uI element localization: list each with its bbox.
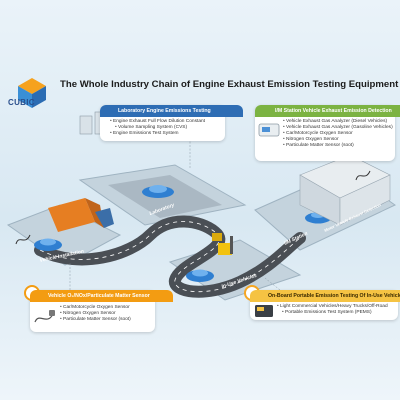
lab-car-icon (142, 185, 174, 198)
list-item: Particulate Matter Sensor (soot) (283, 143, 393, 149)
road-markings (39, 221, 301, 293)
truck-icon (48, 198, 114, 232)
station-item-list: Vehicle Exhaust Gas Analyzer (Diesel Veh… (283, 119, 393, 149)
oxygen-sensor-icon (34, 310, 55, 323)
list-item: Portable Emissions Test System (PEMS) (277, 310, 388, 316)
vehicle-sensor-item-list: Car/Motorcycle Oxygen Sensor Nitrogen Ox… (60, 305, 131, 323)
list-item: Vehicle Exhaust Gas Analyzer (Gasoline V… (283, 125, 393, 131)
list-item: Engine Emissions Test System (110, 131, 205, 137)
page-title: The Whole Industry Chain of Engine Exhau… (60, 79, 399, 90)
list-item: Car/Motorcycle Oxygen Sensor (283, 131, 393, 137)
sensor-cable-icon (355, 170, 371, 181)
onboard-car-icon (186, 269, 214, 282)
list-item: Car/Motorcycle Oxygen Sensor (60, 305, 131, 311)
onboard-card-heading: On-Board Portable Emission Testing Of In… (250, 290, 400, 302)
cubic-logo-icon (18, 78, 46, 108)
station-card-heading: I/M Station Vehicle Exhaust Emission Det… (255, 105, 400, 117)
onboard-card: On-Board Portable Emission Testing Of In… (244, 285, 400, 320)
gas-analyzer-icon (258, 123, 280, 137)
pems-device-icon (255, 305, 273, 317)
list-item: Nitrogen Oxygen Sensor (283, 137, 393, 143)
vehicle-sensor-card: Vehicle O₂/NOx/Particulate Matter Sensor… (24, 285, 173, 332)
lab-equipment (79, 115, 93, 135)
sensor-cable-icon (15, 234, 31, 245)
list-item: Volume Sampling System (CVS) (110, 125, 205, 131)
laboratory-item-list: Engine Exhaust Full Flow Dilution Consta… (110, 119, 205, 137)
vehicle-car-icon (34, 238, 62, 251)
forklift-icon (212, 233, 233, 255)
station-card: I/M Station Vehicle Exhaust Emission Det… (255, 105, 400, 161)
list-item: Particulate Matter Sensor (soot) (60, 317, 131, 323)
station-building (339, 174, 391, 226)
laboratory-card: Laboratory Engine Emissions Testing Engi… (100, 105, 243, 141)
list-item: Nitrogen Oxygen Sensor (60, 311, 131, 317)
laboratory-card-heading: Laboratory Engine Emissions Testing (100, 105, 243, 117)
list-item: Engine Exhaust Full Flow Dilution Consta… (110, 119, 205, 125)
list-item: Light Commercial Vehicles/Heavy Trucks/O… (277, 304, 388, 310)
logo-text: CUBIC (8, 98, 35, 107)
vehicle-sensor-card-heading: Vehicle O₂/NOx/Particulate Matter Sensor (30, 290, 173, 302)
onboard-item-list: Light Commercial Vehicles/Heavy Trucks/O… (277, 304, 388, 316)
list-item: Vehicle Exhaust Gas Analyzer (Diesel Veh… (283, 119, 393, 125)
